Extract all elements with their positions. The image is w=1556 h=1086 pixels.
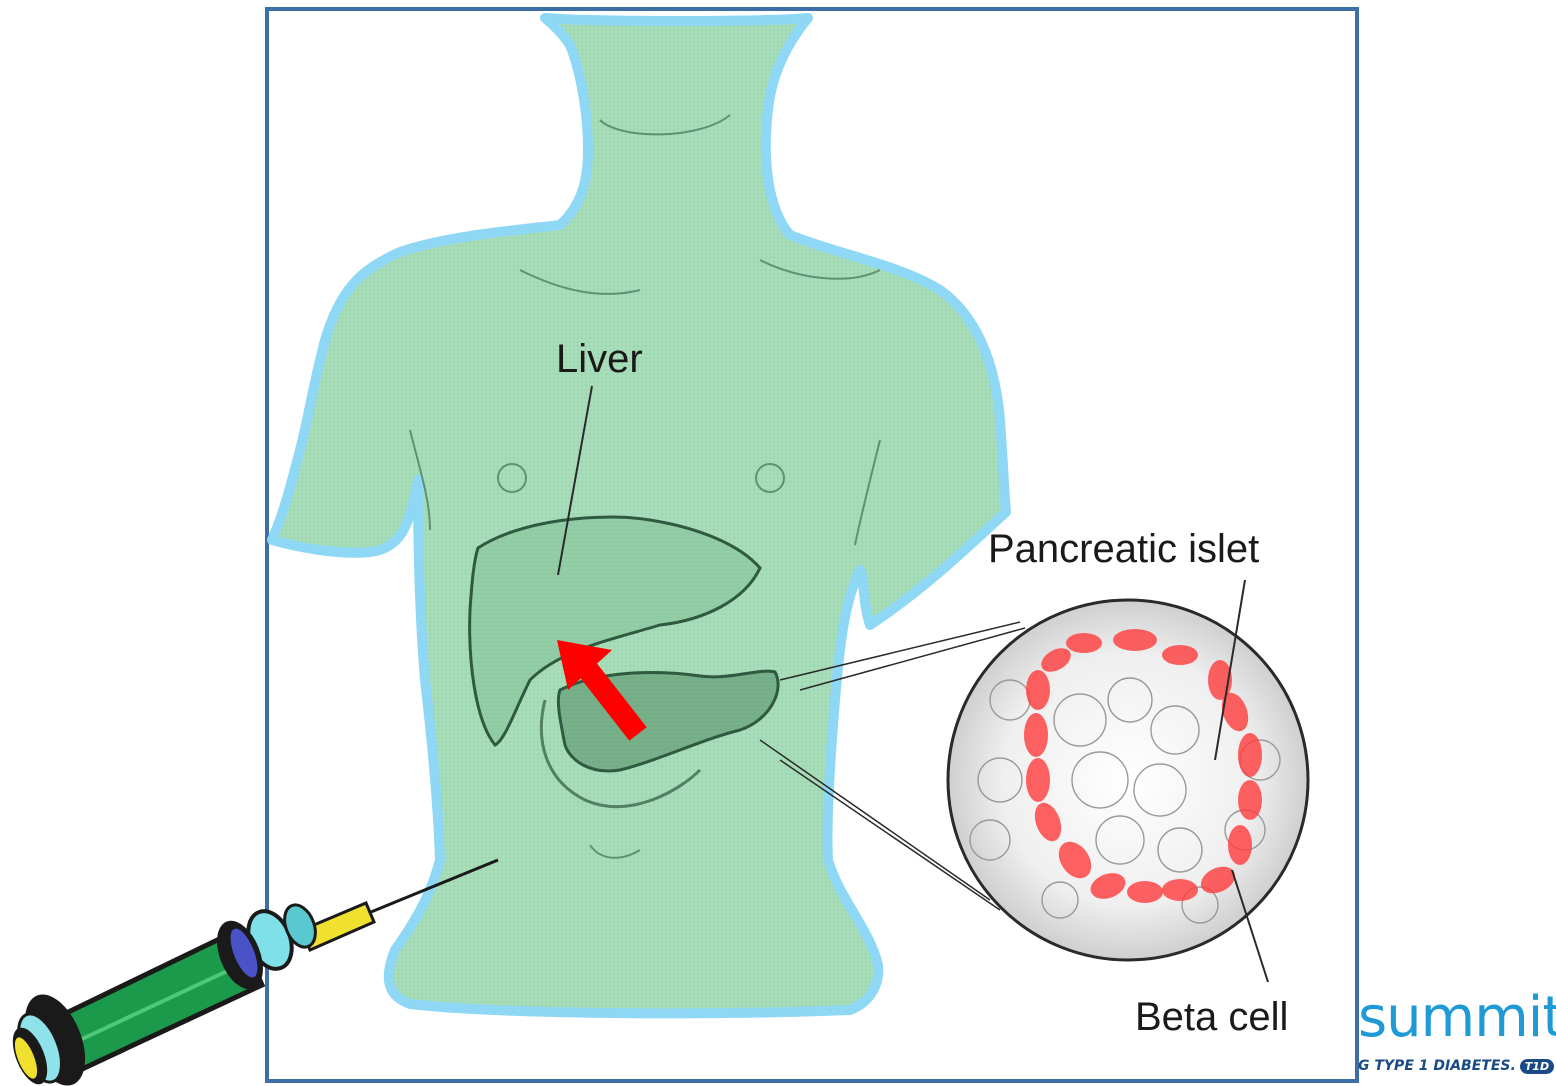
- tagline-text: G TYPE 1 DIABETES.: [1358, 1058, 1516, 1074]
- pancreatic-islet-zoom: [948, 600, 1308, 960]
- summit-logo-tagline: G TYPE 1 DIABETES. T1D: [1358, 1058, 1554, 1074]
- t1d-badge: T1D: [1520, 1059, 1554, 1074]
- pancreatic-islet-label: Pancreatic islet: [988, 527, 1259, 571]
- summit-logo-word: summit: [1358, 990, 1556, 1046]
- torso-silhouette: [272, 18, 1006, 1013]
- beta-cell-label: Beta cell: [1135, 995, 1288, 1039]
- liver-label: Liver: [556, 337, 643, 381]
